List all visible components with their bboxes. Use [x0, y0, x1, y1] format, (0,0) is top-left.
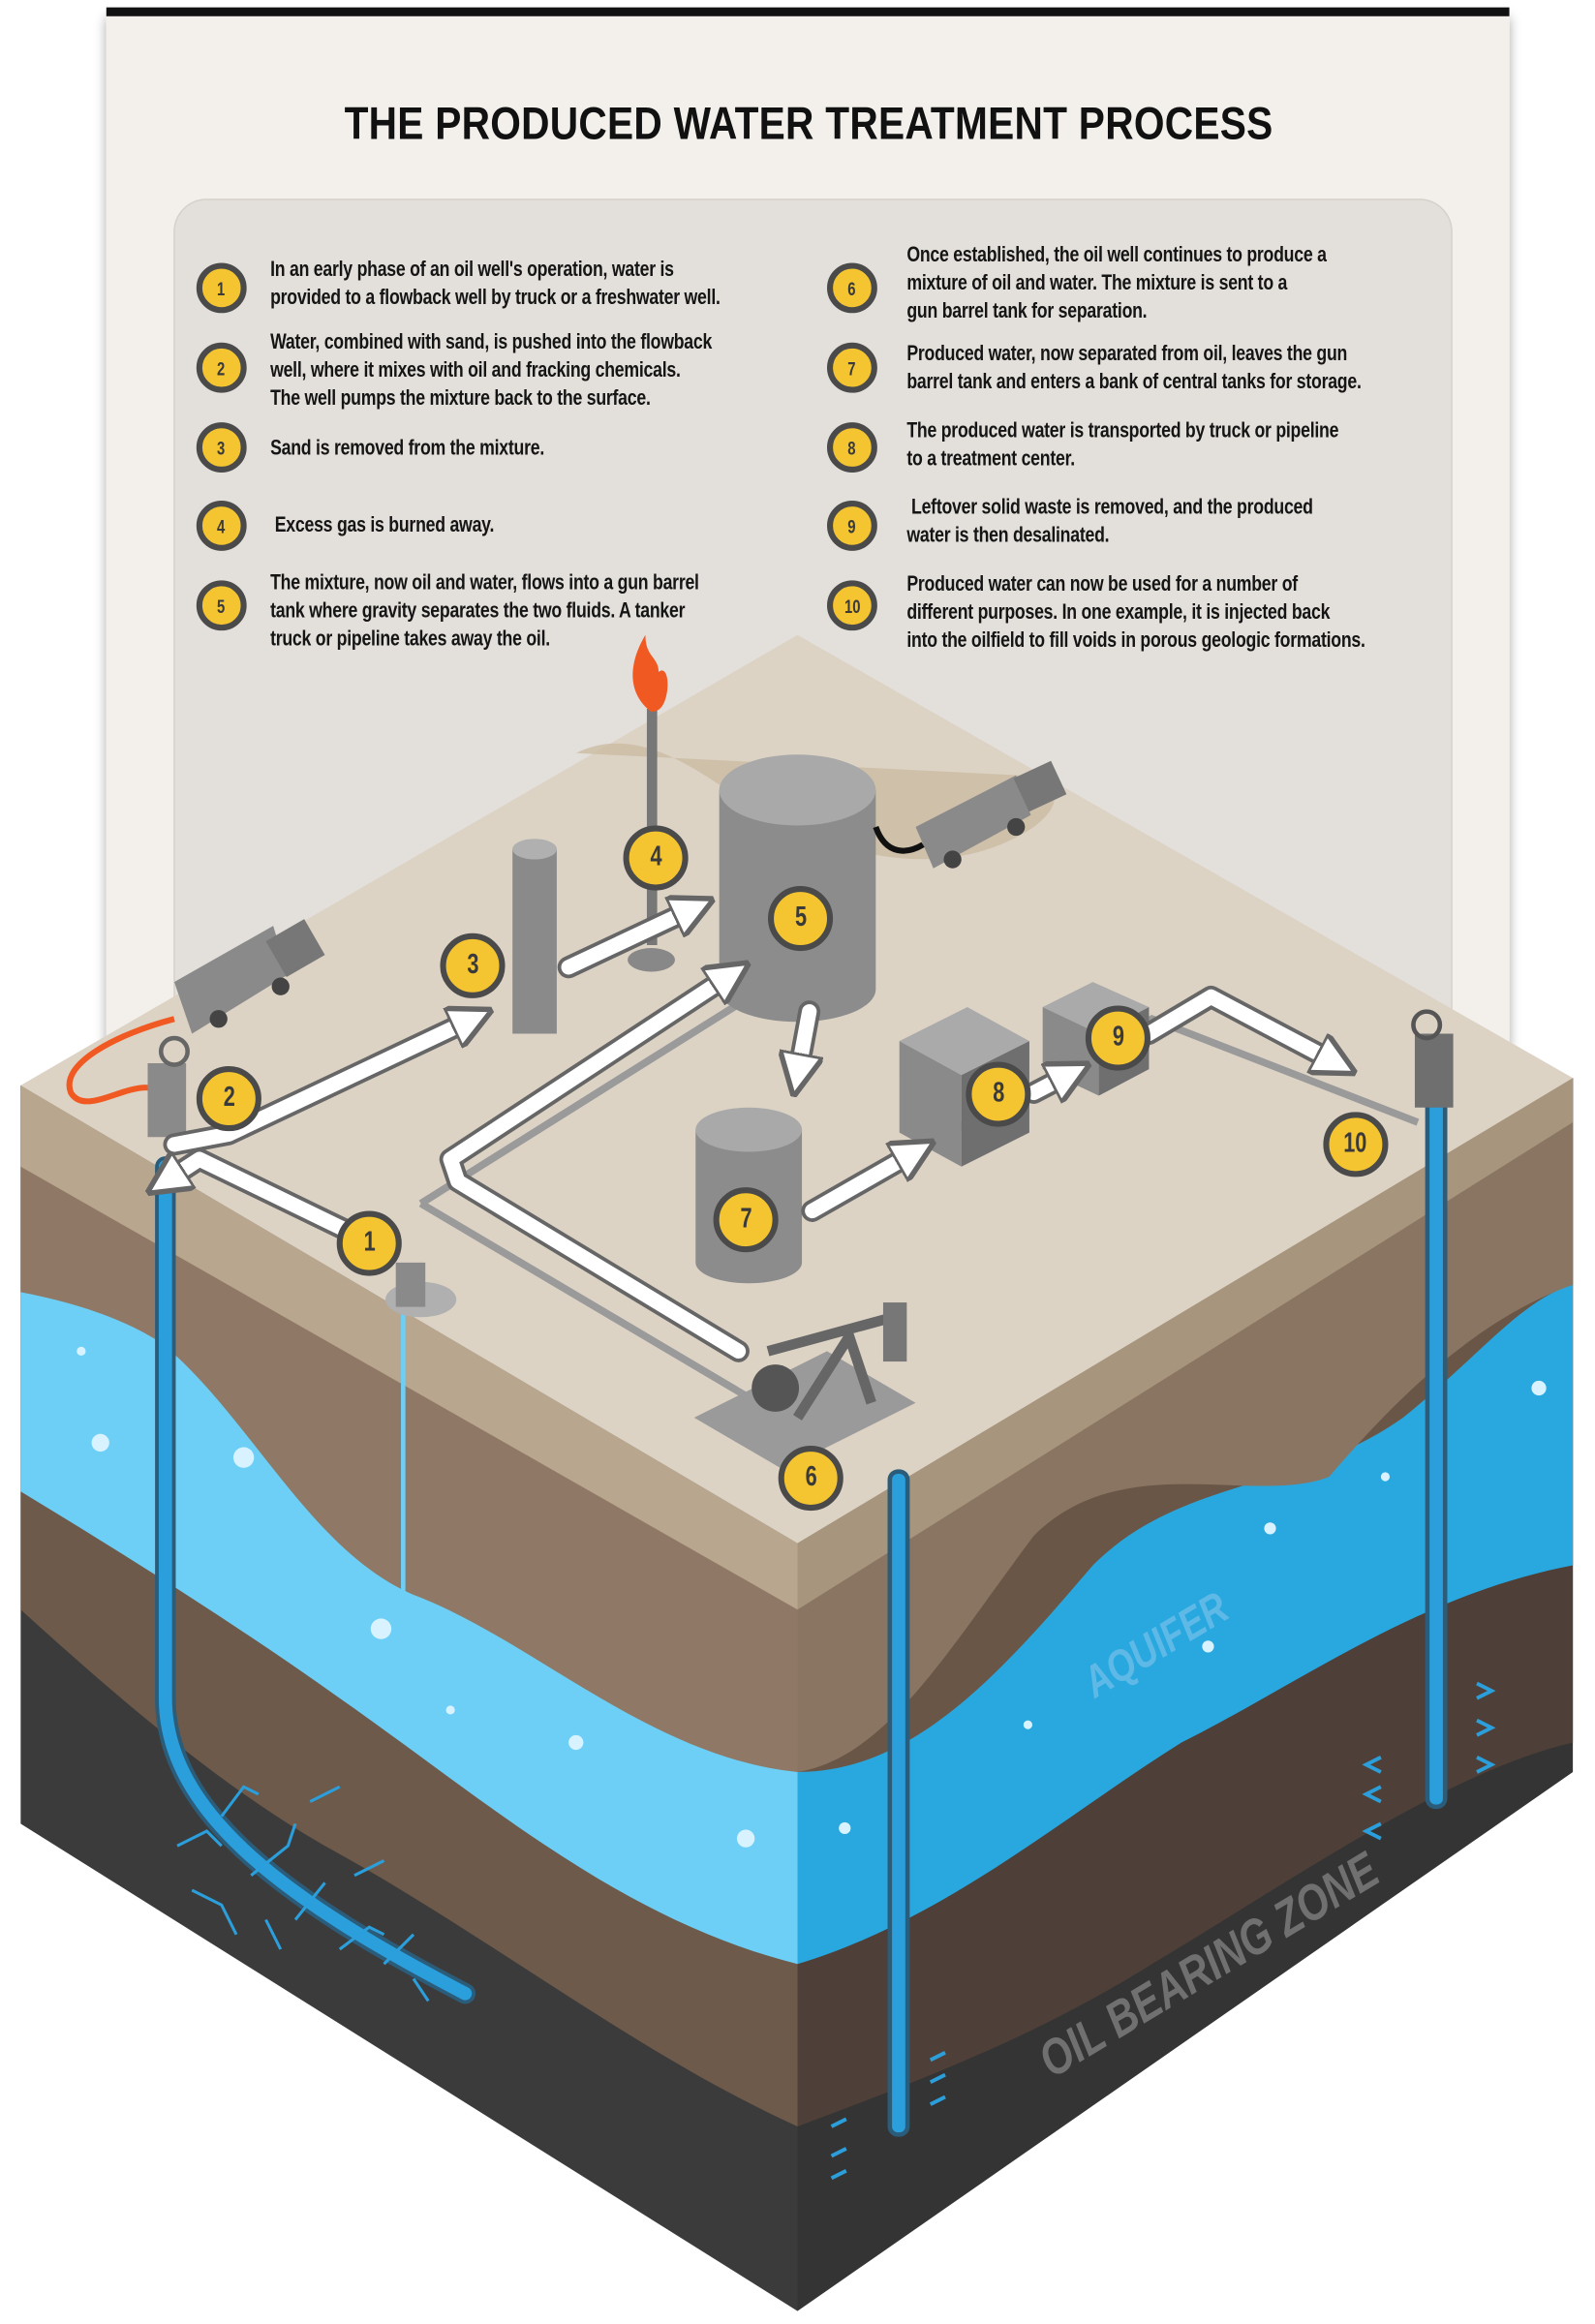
production-well [887, 1469, 910, 2137]
process-flow-arrows [166, 908, 1336, 1362]
step-marker: 6 [827, 262, 877, 314]
step-number: 5 [217, 594, 226, 617]
step-text: In an early phase of an oil well's opera… [270, 258, 721, 311]
step-text: Sand is removed from the mixture. [270, 437, 545, 461]
step-marker: 8 [827, 422, 877, 473]
right-face [797, 1078, 1574, 2311]
left-face [20, 1085, 798, 2311]
step-marker: 3 [196, 422, 247, 473]
step-number: 2 [217, 356, 226, 380]
step-text: Water, combined with sand, is pushed int… [270, 330, 713, 411]
step-marker: 5 [196, 580, 247, 631]
diagram-marker-8: 8 [966, 1061, 1031, 1127]
hose [66, 1016, 175, 1105]
diagram-marker-10: 10 [1323, 1112, 1389, 1177]
fracture-network [176, 1785, 430, 2003]
step-number: 3 [217, 436, 226, 459]
diagram-marker-1: 1 [336, 1210, 402, 1276]
diagram-marker-7: 7 [713, 1187, 779, 1253]
diagram-marker-3: 3 [440, 933, 506, 998]
oil-hose [873, 825, 925, 854]
step-number: 9 [847, 514, 857, 537]
step-number: 6 [847, 276, 857, 299]
freshwater-well [385, 1262, 457, 1318]
flame-icon [632, 634, 668, 713]
marker-number: 1 [363, 1227, 376, 1259]
diagram-marker-4: 4 [623, 825, 689, 891]
step-marker: 10 [827, 580, 877, 631]
step-number: 7 [847, 356, 857, 380]
diagram-marker-2: 2 [196, 1066, 261, 1132]
marker-number: 3 [466, 949, 479, 981]
marker-number: 4 [650, 841, 662, 873]
step-text: Produced water can now be used for a num… [906, 572, 1365, 654]
step-marker: 7 [827, 342, 877, 393]
page-title: THE PRODUCED WATER TREATMENT PROCESS [344, 97, 1273, 150]
flow-arrows [830, 1681, 1496, 2181]
step-marker: 9 [827, 500, 877, 551]
tanker-truck-left [173, 919, 325, 1034]
step-number: 8 [847, 436, 857, 459]
diagram-marker-9: 9 [1085, 1005, 1150, 1071]
top-rule [106, 7, 1510, 16]
wellhead-10 [1411, 1009, 1454, 1108]
marker-number: 2 [223, 1082, 235, 1114]
marker-number: 7 [740, 1203, 752, 1235]
injection-well [1425, 1092, 1448, 1810]
wellhead-2 [147, 1035, 190, 1138]
tanker-truck-right [915, 760, 1067, 869]
diagram-marker-6: 6 [778, 1445, 844, 1512]
step-number: 10 [844, 594, 861, 617]
step-text: Produced water, now separated from oil, … [906, 342, 1362, 395]
marker-number: 10 [1343, 1128, 1368, 1160]
step-text: The mixture, now oil and water, flows in… [270, 571, 699, 652]
step-marker: 4 [196, 500, 247, 551]
marker-number: 6 [805, 1461, 817, 1493]
pump-jack [693, 1302, 916, 1470]
marker-number: 9 [1112, 1022, 1124, 1054]
diagram-marker-5: 5 [768, 886, 834, 952]
step-text: Excess gas is burned away. [270, 513, 495, 538]
step-marker: 1 [196, 262, 247, 314]
marker-number: 5 [794, 902, 807, 933]
water-bubbles [77, 1346, 1547, 1848]
marker-number: 8 [992, 1078, 1004, 1110]
sand-separator [512, 839, 557, 1034]
step-text: The produced water is transported by tru… [906, 419, 1339, 472]
step-text: Leftover solid waste is removed, and the… [906, 496, 1313, 548]
step-marker: 2 [196, 342, 247, 393]
step-number: 4 [217, 514, 226, 537]
step-number: 1 [217, 276, 226, 299]
step-text: Once established, the oil well continues… [906, 243, 1327, 323]
